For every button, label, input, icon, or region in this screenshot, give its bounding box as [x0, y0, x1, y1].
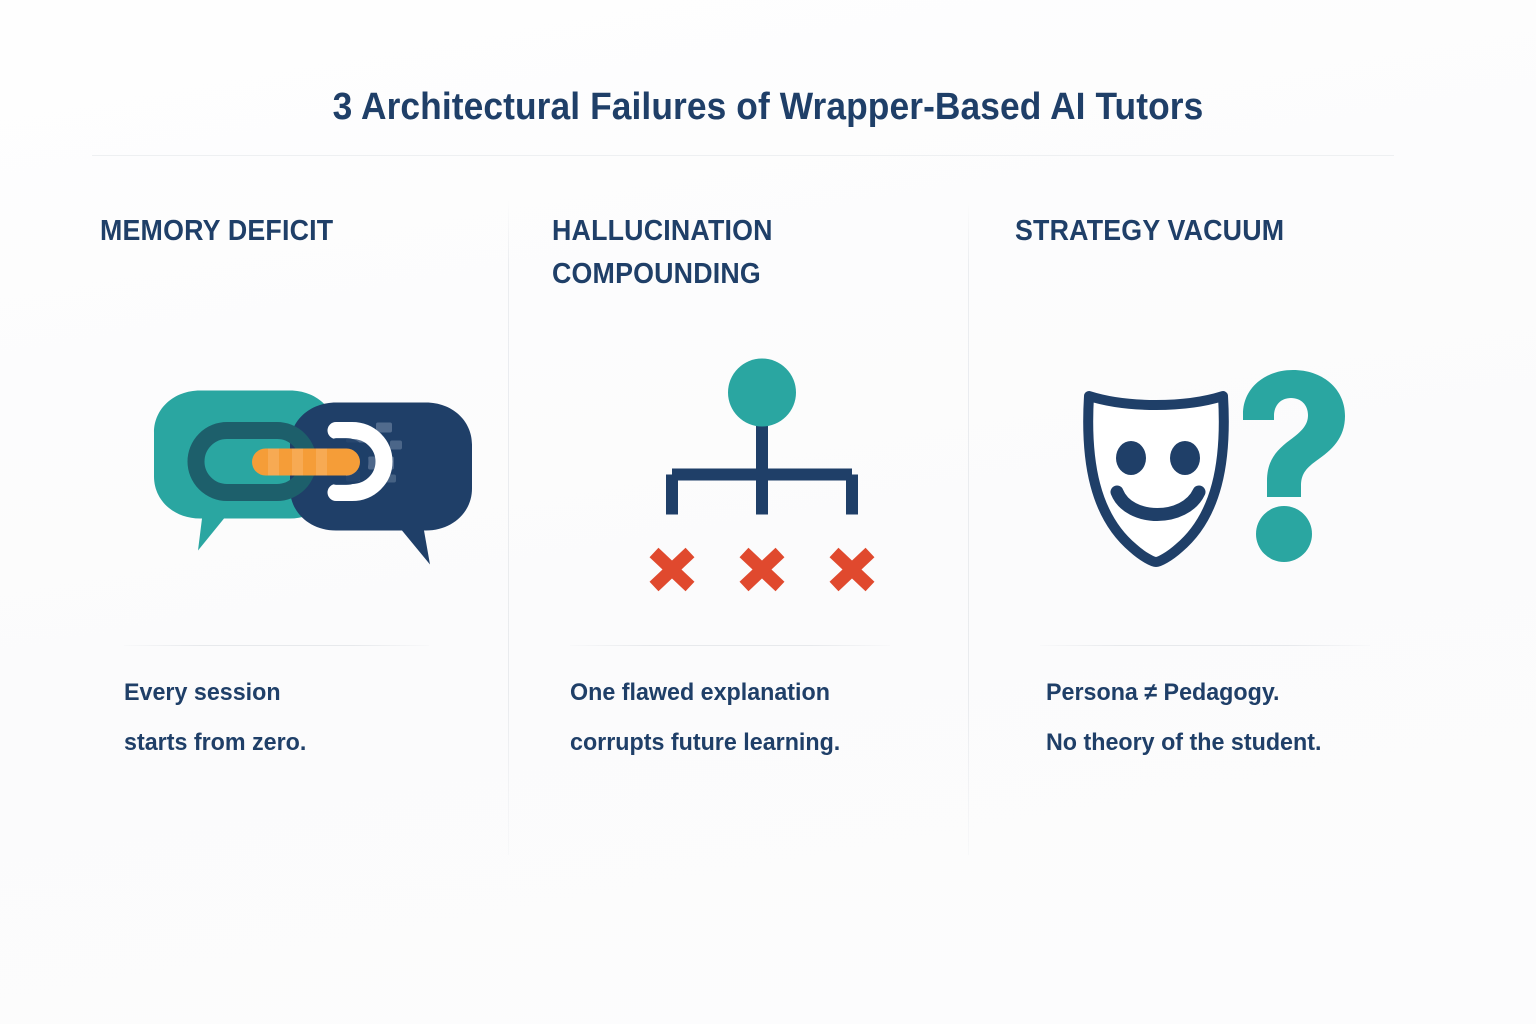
error-tree-icon: [637, 354, 887, 599]
icon-area-hallucination-compounding: [552, 342, 972, 612]
caption-divider-1: [124, 645, 429, 646]
caption-hallucination-compounding: One flawed explanation corrupts future l…: [570, 679, 841, 757]
caption-memory-deficit: Every session starts from zero.: [124, 679, 307, 757]
column-divider-1: [508, 200, 509, 855]
column-heading-memory-deficit: MEMORY DEFICIT: [100, 215, 334, 247]
broken-chain-speech-bubbles-icon: [140, 378, 480, 573]
icon-area-strategy-vacuum: [1015, 341, 1435, 611]
caption-divider-2: [570, 645, 890, 646]
icon-area-memory-deficit: [100, 341, 520, 611]
column-heading-strategy-vacuum: STRATEGY VACUUM: [1015, 215, 1285, 247]
caption-strategy-vacuum: Persona ≠ Pedagogy. No theory of the stu…: [1046, 679, 1322, 757]
page-title: 3 Architectural Failures of Wrapper-Base…: [332, 86, 1204, 128]
column-memory-deficit: MEMORY DEFICIT: [100, 210, 520, 611]
caption-divider-3: [1040, 645, 1370, 646]
theater-mask-question-icon: [1075, 366, 1375, 586]
column-hallucination-compounding: HALLUCINATION COMPOUNDING: [552, 210, 972, 612]
column-heading-hallucination-compounding: HALLUCINATION COMPOUNDING: [552, 215, 773, 290]
column-strategy-vacuum: STRATEGY VACUUM: [1015, 210, 1435, 611]
title-divider: [92, 155, 1394, 156]
column-divider-2: [968, 200, 969, 855]
